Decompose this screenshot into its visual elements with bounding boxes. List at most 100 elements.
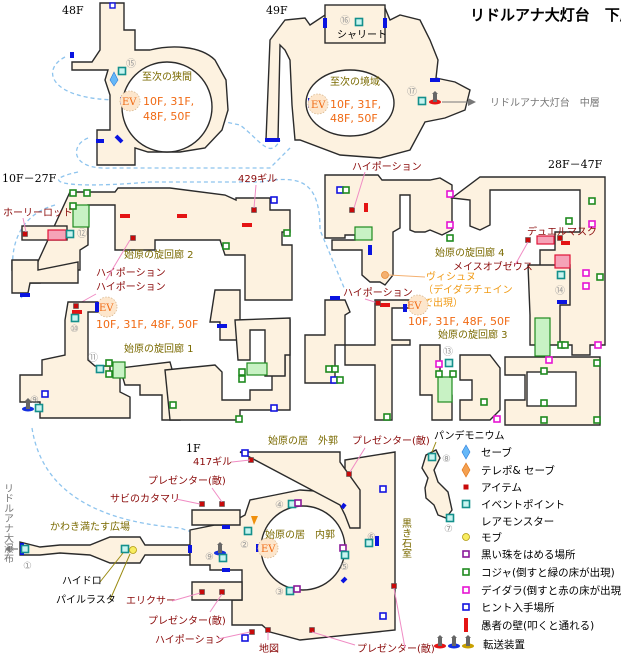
legend-teleporter: 転送装置 [434,635,525,651]
svg-text:417ギル: 417ギル [193,456,232,468]
area-corridor1: 始原の旋回廊 1 [124,342,194,355]
svg-text:ハイポーション: ハイポーション [155,634,225,646]
legend-item: アイテム [463,482,522,494]
floor-28-47f: 28F－47F ⑭ デュエルマスク [304,158,606,426]
floor-label-48f: 48F [62,4,84,17]
save-crystal-icon [109,71,119,87]
teleporter-blue-icon [448,635,460,649]
floor-label-10-27f: 10F－27F [2,172,57,185]
legend-event-point: イベントポイント [461,499,565,511]
svg-text:⑨: ⑨ [30,395,39,406]
svg-text:ヴィシュヌ: ヴィシュヌ [426,270,476,283]
svg-text:10F, 31F,: 10F, 31F, [143,95,194,108]
svg-text:コジャ(倒すと緑の床が出現): コジャ(倒すと緑の床が出現) [481,566,615,579]
floor-label-1f: 1F [186,442,201,455]
svg-text:セーブ: セーブ [481,446,512,459]
svg-text:⑤: ⑤ [340,562,349,573]
svg-text:メイスオブゼウス: メイスオブゼウス [453,260,533,273]
area-shari: シャリート [337,30,387,41]
svg-text:⑥: ⑥ [367,532,376,543]
svg-text:⑫: ⑫ [77,228,87,240]
svg-text:ハイポーション: ハイポーション [96,281,166,293]
svg-text:④: ④ [275,500,284,511]
svg-text:デイダラ(倒すと赤の床が出現): デイダラ(倒すと赤の床が出現) [481,584,621,597]
svg-text:プレゼンター(敵): プレゼンター(敵) [148,474,226,487]
svg-text:パイルラスタ: パイルラスタ [56,594,116,606]
svg-text:サビのカタマリ: サビのカタマリ [110,493,180,505]
area-blackroom: 黒き石室 [400,518,412,558]
elevator-49f[interactable]: EV [311,100,326,111]
mob-icon [462,533,470,541]
svg-text:③: ③ [275,587,284,598]
svg-text:ヒント入手場所: ヒント入手場所 [481,601,555,614]
svg-text:①: ① [23,561,32,572]
exit-waterfall[interactable]: リドルアナ大瀑布 [2,483,14,564]
teleporter-gold-icon [462,635,474,649]
svg-text:⑩: ⑩ [70,324,79,335]
svg-text:デュエルマスク: デュエルマスク [527,225,597,238]
svg-text:10F, 31F, 48F, 50F: 10F, 31F, 48F, 50F [96,318,198,331]
elevator-10f[interactable]: EV [99,303,114,314]
elevator-31f[interactable]: EV [407,301,422,312]
area-inner: 始原の居 内郭 [265,528,335,541]
svg-text:で出現）: で出現） [423,296,463,309]
svg-text:ハイポーション: ハイポーション [352,161,422,173]
svg-text:ハイポーション: ハイポーション [96,267,166,279]
teleporter-red-icon [434,635,446,649]
svg-text:ハイポーション: ハイポーション [343,287,413,299]
svg-text:10F, 31F,: 10F, 31F, [330,98,381,111]
svg-text:愚者の壁(叩くと通れる): 愚者の壁(叩くと通れる) [481,619,594,632]
svg-text:エリクサー: エリクサー [126,595,176,607]
floor-48f: 48F ⑮ EV 至次の狭間 10F, 31F, 48F, 50F [62,2,229,166]
legend-mob: モブ [462,531,502,544]
elevator-1f[interactable]: EV [261,544,276,555]
svg-text:転送装置: 転送装置 [483,638,525,651]
exit-middle-layer[interactable]: リドルアナ大灯台 中層 [490,96,600,109]
svg-text:プレゼンター(敵): プレゼンター(敵) [352,434,430,447]
svg-text:レアモンスター: レアモンスター [481,516,554,528]
svg-text:10F, 31F, 48F, 50F: 10F, 31F, 48F, 50F [408,315,510,328]
area-kyokan: 至次の狭間 [142,70,192,83]
legend: セーブ テレポ& セーブ アイテム イベントポイント レアモンスター モブ 黒い… [434,444,621,651]
legend-teleport-save: テレポ& セーブ [461,462,555,478]
svg-text:48F, 50F: 48F, 50F [143,110,191,123]
legend-koja: コジャ(倒すと緑の床が出現) [462,566,615,579]
floor-label-28-47f: 28F－47F [548,158,603,171]
svg-text:⑪: ⑪ [88,352,98,364]
map-title: リドルアナ大灯台 下層 [470,6,621,24]
area-kyoiki: 至次の境域 [330,75,380,88]
koja-icon [462,568,470,576]
area-plaza: かわき満たす広場 [50,520,130,533]
legend-hint: ヒント入手場所 [462,601,555,614]
legend-fools-wall: 愚者の壁(叩くと通れる) [464,618,594,632]
svg-text:48F, 50F: 48F, 50F [330,112,378,125]
fools-wall-icon [464,618,468,632]
floor-10-27f: 10F－27F ⑫ ホーリーロッド 429ギル 始原の旋回廊 2 ハイポーション… [2,172,293,423]
item-icon [463,484,469,490]
svg-text:プレゼンター(敵): プレゼンター(敵) [357,642,435,654]
teleport-save-crystal-icon [251,516,258,525]
svg-text:⑧: ⑧ [442,454,451,465]
teleport-save-crystal-icon [461,462,471,478]
svg-text:ホーリーロッド: ホーリーロッド [3,207,73,219]
svg-text:プレゼンター(敵): プレゼンター(敵) [148,614,226,627]
svg-text:⑦: ⑦ [444,524,453,535]
svg-text:②: ② [240,540,249,551]
area-corridor2: 始原の旋回廊 2 [124,248,194,261]
svg-text:パンデモニウム: パンデモニウム [434,429,505,442]
svg-text:⑬: ⑬ [443,346,453,358]
hint-icon [462,603,470,611]
svg-text:⑯: ⑯ [340,15,350,27]
svg-text:モブ: モブ [481,531,502,544]
elevator-48f[interactable]: EV [122,97,137,108]
svg-text:（デイダラチェイン: （デイダラチェイン [423,283,513,296]
svg-text:⑰: ⑰ [407,86,417,98]
svg-text:429ギル: 429ギル [238,173,277,185]
svg-text:テレポ& セーブ: テレポ& セーブ [481,464,555,477]
floor-49f: 49F ⑯ シャリート 至次の境域 EV 10F, 31F, 48F, 50F … [265,4,600,159]
area-corridor4: 始原の旋回廊 4 [435,246,505,259]
svg-text:黒い珠をはめる場所: 黒い珠をはめる場所 [481,548,576,561]
event-point-icon [461,499,471,509]
area-corridor3: 始原の旋回廊 3 [438,328,508,341]
